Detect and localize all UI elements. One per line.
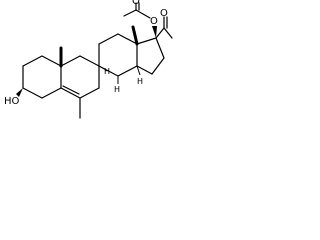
h-c14: H [136, 65, 143, 86]
svg-text:H: H [137, 77, 143, 86]
hydroxyl-group: HO [4, 88, 23, 107]
ring-a [22, 55, 62, 99]
acetyl-group: O [155, 8, 173, 39]
acetoxy-carbonyl-oxygen-label: O [132, 0, 140, 7]
hydroxyl-label: HO [4, 96, 20, 107]
steroid-structure-diagram: HO O O O H H H [4, 0, 173, 119]
h-c8: H [114, 76, 120, 94]
double-bond-c5-c6 [62, 85, 80, 95]
methyl-c18 [131, 25, 139, 46]
acetyl-carbonyl-oxygen-label: O [160, 8, 168, 19]
svg-text:H: H [114, 85, 120, 94]
ring-b [60, 55, 100, 99]
svg-text:H: H [104, 67, 110, 76]
acetoxy-group: O O [123, 0, 158, 38]
h-c9: H [98, 65, 110, 76]
ester-oxygen-label: O [150, 16, 158, 27]
ring-c [98, 33, 138, 77]
ring-d [136, 37, 165, 75]
